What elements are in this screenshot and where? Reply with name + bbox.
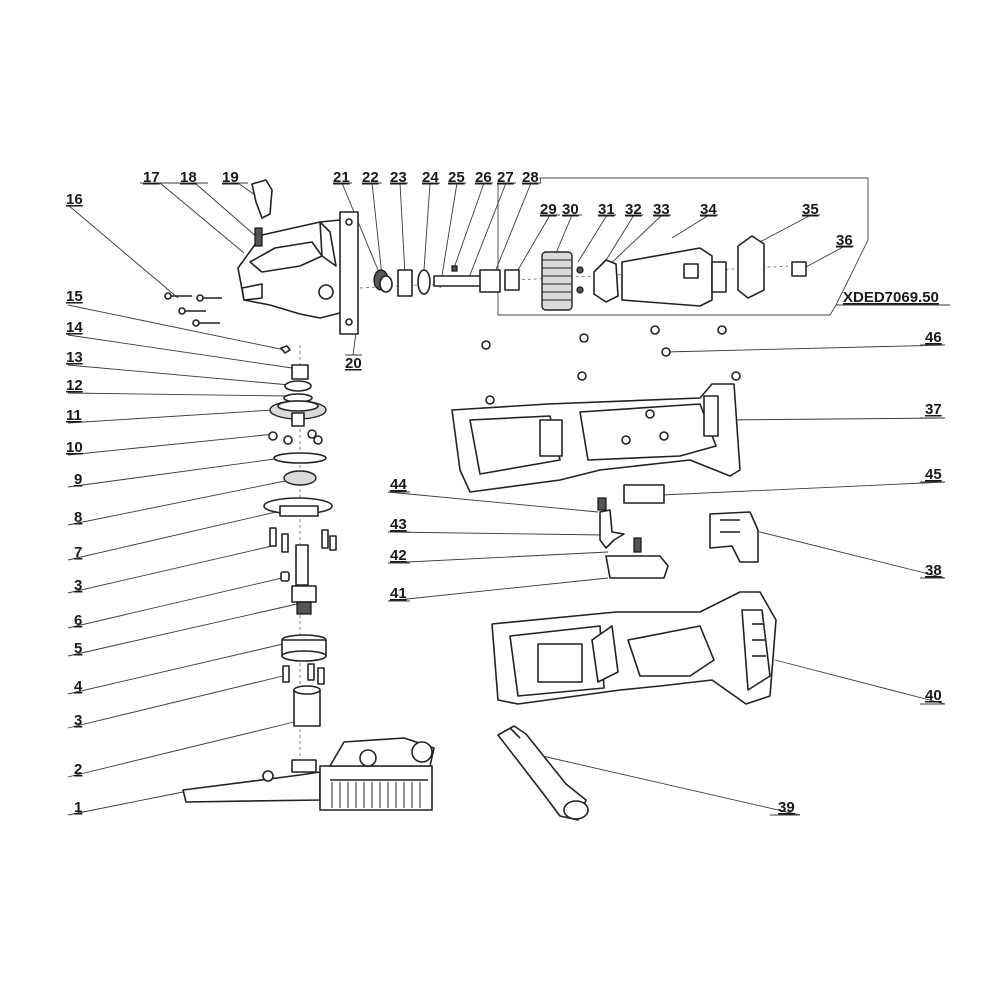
label-3a: 3 (74, 577, 82, 594)
label-model-code: XDED7069.50 (843, 289, 939, 306)
label-42: 42 (390, 547, 407, 564)
label-23: 23 (390, 169, 407, 186)
motor-assembly (373, 235, 807, 311)
label-46: 46 (925, 329, 942, 346)
label-44: 44 (390, 476, 407, 493)
label-9: 9 (74, 471, 82, 488)
label-29: 29 (540, 201, 557, 218)
label-17: 17 (143, 169, 160, 186)
label-31: 31 (598, 201, 615, 218)
label-2: 2 (74, 761, 82, 778)
label-1: 1 (74, 799, 82, 816)
label-12: 12 (66, 377, 83, 394)
label-3b: 3 (74, 712, 82, 729)
guard-assembly (182, 737, 435, 811)
label-16: 16 (66, 191, 83, 208)
screws-16 (164, 292, 222, 327)
label-43: 43 (390, 516, 407, 533)
label-45: 45 (925, 466, 942, 483)
label-40: 40 (925, 687, 942, 704)
label-7: 7 (74, 544, 82, 561)
switch-parts (597, 484, 759, 579)
part-labels: 17 18 19 16 15 14 13 12 11 10 9 8 7 3 6 … (66, 169, 942, 816)
label-36: 36 (836, 232, 853, 249)
label-37: 37 (925, 401, 942, 418)
label-18: 18 (180, 169, 197, 186)
label-34: 34 (700, 201, 717, 218)
label-8: 8 (74, 509, 82, 526)
label-24: 24 (422, 169, 439, 186)
housing-half-40 (491, 591, 777, 705)
knob-19 (251, 179, 273, 219)
spindle-stack (263, 345, 337, 727)
label-39: 39 (778, 799, 795, 816)
label-11: 11 (66, 407, 82, 424)
label-14: 14 (66, 319, 83, 336)
label-22: 22 (362, 169, 379, 186)
label-21: 21 (333, 169, 350, 186)
label-26: 26 (475, 169, 492, 186)
label-30: 30 (562, 201, 579, 218)
label-32: 32 (625, 201, 642, 218)
label-35: 35 (802, 201, 819, 218)
gear-housing (237, 211, 359, 335)
label-6: 6 (74, 612, 82, 629)
label-4: 4 (74, 678, 83, 695)
label-10: 10 (66, 439, 83, 456)
label-38: 38 (925, 562, 942, 579)
side-handle (497, 725, 589, 821)
label-41: 41 (390, 585, 407, 602)
label-27: 27 (497, 169, 514, 186)
label-28: 28 (522, 169, 539, 186)
label-13: 13 (66, 349, 83, 366)
label-15: 15 (66, 288, 83, 305)
housing-half-37 (451, 383, 741, 493)
label-19: 19 (222, 169, 239, 186)
label-5: 5 (74, 640, 82, 657)
spring-18 (254, 227, 263, 247)
label-25: 25 (448, 169, 465, 186)
screws-46 (481, 325, 741, 405)
label-33: 33 (653, 201, 670, 218)
label-20: 20 (345, 355, 362, 372)
